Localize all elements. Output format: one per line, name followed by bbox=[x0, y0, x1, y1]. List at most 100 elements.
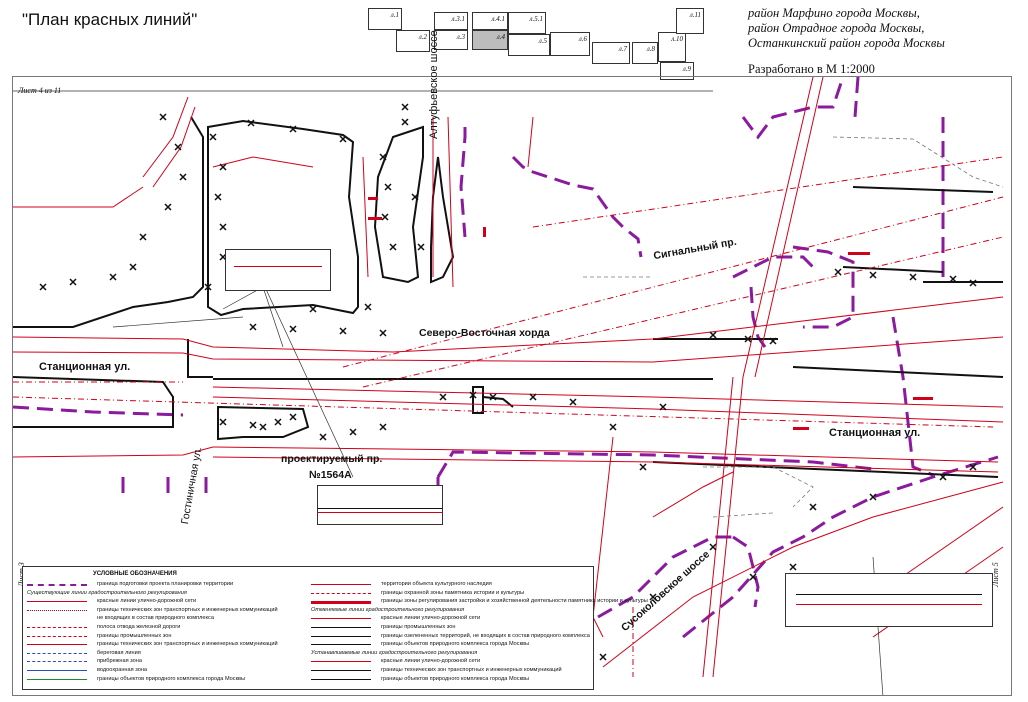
cancel-mark bbox=[139, 233, 147, 241]
legend-label: водоохранная зона bbox=[97, 667, 148, 673]
legend-row: красные линии улично-дорожной сети bbox=[311, 658, 591, 666]
district-line-3: Останкинский район города Москвы bbox=[748, 36, 945, 50]
cancel-mark bbox=[389, 243, 397, 251]
sheet-cell[interactable]: л.3 bbox=[434, 30, 468, 50]
inset-section-1 bbox=[225, 249, 331, 291]
legend-row: прибрежная зона bbox=[27, 658, 307, 666]
cancel-mark bbox=[749, 573, 757, 581]
cancel-mark bbox=[379, 423, 387, 431]
legend-row: Существующие линии градостроительного ре… bbox=[27, 590, 307, 598]
legend-row: границы озелененных территорий, не входя… bbox=[311, 633, 591, 641]
cancel-mark bbox=[869, 271, 877, 279]
cancel-mark bbox=[869, 493, 877, 501]
red-lines bbox=[13, 77, 1004, 678]
cancel-mark bbox=[349, 428, 357, 436]
sheet-cell[interactable]: л.8 bbox=[632, 42, 658, 64]
cancel-mark bbox=[489, 393, 497, 401]
legend-row: красные линии улично-дорожной сети bbox=[311, 615, 591, 623]
cancel-mark bbox=[569, 398, 577, 406]
sheet-cell[interactable]: л.4.1 bbox=[472, 12, 508, 30]
cancel-mark bbox=[204, 283, 212, 291]
district-caption: район Марфино города Москвы, район Отрад… bbox=[748, 6, 945, 51]
legend-label: границы охранной зоны памятника истории … bbox=[381, 589, 525, 596]
cancel-mark bbox=[309, 305, 317, 313]
legend-label: границы объектов природного комплекса го… bbox=[97, 675, 246, 682]
legend-swatch bbox=[27, 661, 87, 663]
legend-swatch bbox=[311, 592, 371, 594]
street-severo-vostochnaya: Северо-Восточная хорда bbox=[419, 327, 550, 339]
cancel-marks bbox=[39, 103, 977, 661]
legend-label: красные линии улично-дорожной сети bbox=[381, 615, 481, 622]
sheet-cell[interactable]: л.10 bbox=[658, 32, 686, 62]
legend-section-title: Устанавливаемые линии градостроительного… bbox=[311, 649, 478, 656]
legend-swatch bbox=[311, 584, 371, 585]
street-stantsionnaya-right: Станционная ул. bbox=[829, 427, 921, 439]
cancel-mark bbox=[469, 391, 477, 399]
cancel-mark bbox=[401, 118, 409, 126]
cancel-mark bbox=[39, 283, 47, 291]
sheet-cell[interactable]: л.5 bbox=[508, 34, 550, 56]
inset-section-3 bbox=[785, 573, 993, 627]
legend-section-title: Отменяемые линии градостроительного регу… bbox=[311, 606, 465, 613]
cancel-mark bbox=[529, 393, 537, 401]
legend-label: прибрежная зона bbox=[97, 658, 142, 665]
technical-zone-lines bbox=[583, 136, 1004, 518]
legend-row: границы технических зон транспортных и и… bbox=[27, 641, 307, 649]
cancel-mark bbox=[609, 423, 617, 431]
sheet-cell[interactable]: л.2 bbox=[396, 30, 430, 52]
legend-label: граница подготовки проекта планировки те… bbox=[97, 581, 234, 587]
sheet-cell[interactable]: л.7 bbox=[592, 42, 630, 64]
sheet-cell[interactable]: л.6 bbox=[550, 32, 590, 56]
sheet-cell[interactable]: л.1 bbox=[368, 8, 402, 30]
cancel-mark bbox=[709, 543, 717, 551]
legend-row: границы технических зон транспортных и и… bbox=[311, 667, 591, 675]
legend-swatch bbox=[27, 609, 87, 611]
legend-swatch bbox=[27, 678, 87, 680]
legend-row: границы объектов природного комплекса го… bbox=[311, 676, 591, 684]
legend-row: не входящих в состав природного комплекс… bbox=[27, 615, 307, 623]
legend-label: границы объектов природного комплекса го… bbox=[381, 675, 530, 682]
legend-label: границы промышленных зон bbox=[381, 624, 456, 630]
cancel-mark bbox=[949, 275, 957, 283]
legend-swatch bbox=[27, 627, 87, 628]
cancel-mark bbox=[159, 113, 167, 121]
cancel-mark bbox=[939, 473, 947, 481]
cancel-mark bbox=[969, 463, 977, 471]
legend-swatch bbox=[27, 644, 87, 646]
cancel-mark bbox=[417, 243, 425, 251]
cancel-mark bbox=[219, 418, 227, 426]
sheet-cell[interactable]: л.3.1 bbox=[434, 12, 468, 30]
legend-swatch bbox=[27, 652, 87, 654]
legend-swatch bbox=[311, 635, 371, 637]
legend-label: береговая линия bbox=[97, 649, 141, 656]
cancel-mark bbox=[401, 103, 409, 111]
cancel-mark bbox=[834, 268, 842, 276]
legend-section-title: Существующие линии градостроительного ре… bbox=[27, 589, 187, 596]
cancel-mark bbox=[639, 463, 647, 471]
cancel-mark bbox=[289, 413, 297, 421]
cancel-mark bbox=[439, 393, 447, 401]
planning-boundary bbox=[13, 77, 999, 639]
sheet-cell-current[interactable]: л.4 bbox=[472, 30, 508, 50]
sheet-cell[interactable]: л.11 bbox=[676, 8, 704, 34]
sheet-cell[interactable]: л.5.1 bbox=[508, 12, 546, 34]
legend-row: территории объекта культурного наследия bbox=[311, 581, 591, 589]
sheet-cell[interactable]: л.9 bbox=[660, 62, 694, 80]
cancel-mark bbox=[259, 423, 267, 431]
cancel-mark bbox=[381, 213, 389, 221]
legend-swatch bbox=[311, 627, 371, 628]
legend-label: территории объекта культурного наследия bbox=[381, 581, 492, 587]
legend-row: границы зоны регулирования застройки и х… bbox=[311, 598, 648, 606]
cancel-mark bbox=[909, 273, 917, 281]
legend-swatch bbox=[311, 670, 371, 671]
legend-row: границы охранной зоны памятника истории … bbox=[311, 590, 591, 598]
cancel-mark bbox=[214, 193, 222, 201]
cancel-mark bbox=[384, 183, 392, 191]
cancel-mark bbox=[659, 403, 667, 411]
legend-label: красные линии улично-дорожной сети bbox=[381, 658, 481, 665]
inset-section-2 bbox=[317, 485, 443, 525]
cancel-mark bbox=[179, 173, 187, 181]
cancel-mark bbox=[969, 279, 977, 287]
legend-label: полоса отвода железной дороги bbox=[97, 624, 181, 630]
legend-row: границы объектов природного комплекса го… bbox=[27, 676, 307, 684]
